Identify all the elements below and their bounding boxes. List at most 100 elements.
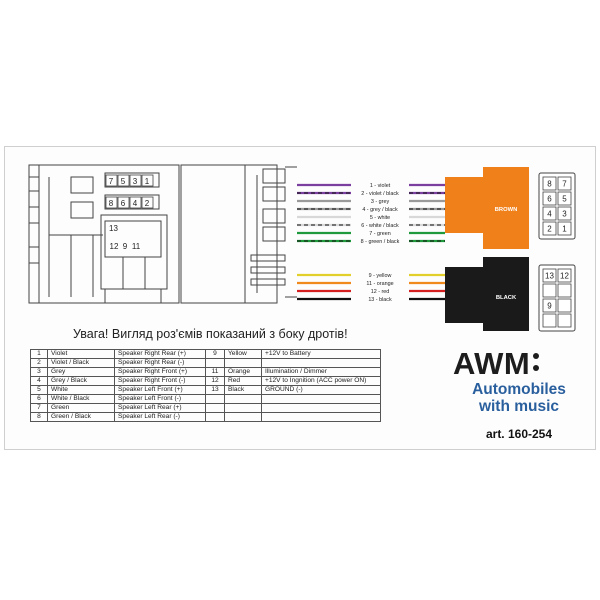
iso-pin-label: 1 [145,177,150,186]
pinout-cell [557,268,572,283]
pinout-cell [542,176,557,191]
brown-block [445,177,485,233]
iso-pin-label: 8 [109,199,114,208]
pinout-pin-label: 5 [562,195,567,204]
table-cell-n: 2 [30,358,48,368]
table-cell-n: 7 [30,403,48,413]
pinout-pin-label: 7 [562,180,567,189]
table-cell-func: Speaker Left Front (-) [114,394,206,404]
table-cell-color2 [224,358,262,368]
table-cell-func: Speaker Right Rear (-) [114,358,206,368]
pinout-pin-label: 13 [545,272,554,281]
pinout-cell [542,283,557,298]
table-cell-func2 [261,403,381,413]
iso-pin-label: 6 [121,199,126,208]
table-cell-n2: 13 [205,385,225,395]
pinout-cell [557,283,572,298]
iso-pin-label: 2 [145,199,150,208]
wire-label: 1 - violet [370,183,391,189]
pinout-cell [557,191,572,206]
table-cell-n: 8 [30,412,48,422]
iso-pin-label: 9 [123,242,128,251]
table-cell-func: Speaker Left Rear (-) [114,412,206,422]
iso-pin-box [117,174,130,187]
pinout-pin-label: 3 [562,210,567,219]
pinout-cell [557,176,572,191]
table-cell-func: Speaker Right Rear (+) [114,349,206,359]
iso-pin-box [129,174,142,187]
table-cell-func2: GROUND (-) [261,385,381,395]
iso-pin-box [105,174,118,187]
wire-label: 12 - red [371,289,390,295]
iso-pin-box [129,196,142,209]
table-cell-color2: Orange [224,367,262,377]
pinout-cell [557,221,572,236]
table-cell-n: 1 [30,349,48,359]
table-cell-color2 [224,394,262,404]
iso-pin-box [105,196,118,209]
logo-tagline-1: Automobiles [472,381,566,398]
wire-label: 6 - white / black [361,223,399,229]
table-cell-color: Grey / Black [47,376,115,386]
article-number: art. 160-254 [485,427,553,441]
iso-pin-label: 5 [121,177,126,186]
logo-mark: AWM [449,347,589,381]
table-cell-n2 [205,394,225,404]
connector-view-warning: Увага! Вигляд роз'ємів показаний з боку … [73,327,348,341]
pinout-pin-label: 8 [547,180,552,189]
table-cell-n: 4 [30,376,48,386]
brown-block-label: BROWN [495,207,518,213]
pinout-cell [542,298,557,313]
pinout-pin-label: 9 [547,302,552,311]
table-cell-func2: Illumination / Dimmer [261,367,381,377]
black-block-label: BLACK [496,295,517,301]
iso-pin-box [117,196,130,209]
table-cell-n2 [205,412,225,422]
table-cell-color2: Yellow [224,349,262,359]
table-cell-func: Speaker Right Front (+) [114,367,206,377]
logo-tagline-2: with music [478,398,560,415]
table-cell-n2: 12 [205,376,225,386]
wire-label: 7 - green [369,231,391,237]
iso-pin-box [141,174,154,187]
pinout-pin-label: 1 [562,225,567,234]
wire-label: 2 - violet / black [361,191,399,197]
pinout-pin-label: 6 [547,195,552,204]
table-cell-func2 [261,394,381,404]
wire-label: 5 - white [370,215,390,221]
pinout-pin-label: 12 [560,272,569,281]
iso-pin-label: 11 [132,242,141,251]
table-cell-color: Violet / Black [47,358,115,368]
iso-pin-label: 7 [109,177,114,186]
iso-connector-front [28,164,180,304]
table-cell-color2 [224,412,262,422]
pinout-cell [542,206,557,221]
pinout-cell [557,206,572,221]
table-cell-func: Speaker Left Rear (+) [114,403,206,413]
iso-connector-side [180,164,297,304]
wire-label: 9 - yellow [369,273,392,279]
wire-label: 8 - green / black [361,239,400,245]
iso-pin-label: 4 [133,199,138,208]
table-cell-n2: 9 [205,349,225,359]
pinout-cell [542,313,557,328]
table-cell-n2 [205,358,225,368]
table-cell-color: Violet [47,349,115,359]
iso-pin-label: 3 [133,177,138,186]
pinout-cell [557,298,572,313]
table-cell-color: Green [47,403,115,413]
table-cell-n: 6 [30,394,48,404]
black-block-cap [483,257,529,331]
pinout-black: 13 12 9 [538,264,576,332]
iso-pin-box [141,196,154,209]
